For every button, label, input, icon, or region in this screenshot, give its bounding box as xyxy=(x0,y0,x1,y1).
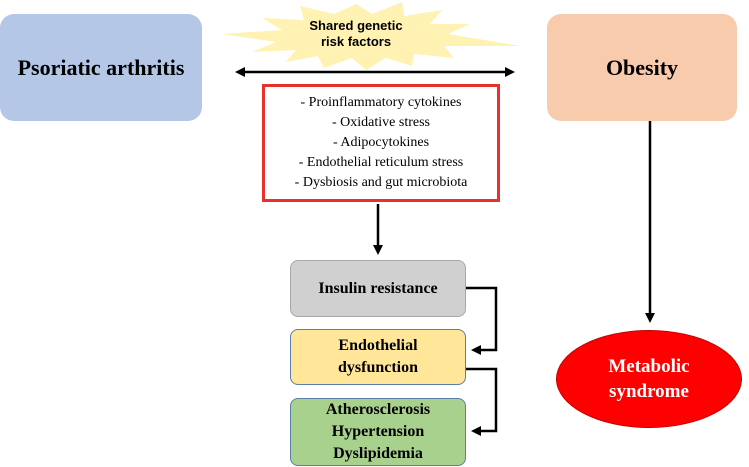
insulin-to-endothelial-arrow xyxy=(466,286,498,355)
mechanism-item: - Dysbiosis and gut microbiota xyxy=(294,175,468,190)
endothelial-to-cardiovascular-arrow xyxy=(466,367,498,436)
obesity-node: Obesity xyxy=(547,14,737,121)
mechanism-item: - Proinflammatory cytokines xyxy=(300,95,462,110)
mechanism-item: - Oxidative stress xyxy=(332,115,430,130)
mechanism-item: - Adipocytokines xyxy=(332,135,430,150)
starburst-shape xyxy=(222,2,520,70)
endothelial-dysfunction-node: Endothelial dysfunction xyxy=(290,329,466,385)
mechanism-item: - Endothelial reticulum stress xyxy=(298,155,464,170)
metabolic-syndrome-node: Metabolic syndrome xyxy=(556,330,742,428)
mechanisms-box: - Proinflammatory cytokines - Oxidative … xyxy=(262,84,500,202)
psoriatic-arthritis-node: Psoriatic arthritis xyxy=(0,14,202,121)
cardiovascular-outcomes-node: Atherosclerosis Hypertension Dyslipidemi… xyxy=(290,398,466,466)
insulin-resistance-node: Insulin resistance xyxy=(290,260,466,317)
shared-genetic-risk-label: Shared genetic risk factors xyxy=(309,18,403,49)
